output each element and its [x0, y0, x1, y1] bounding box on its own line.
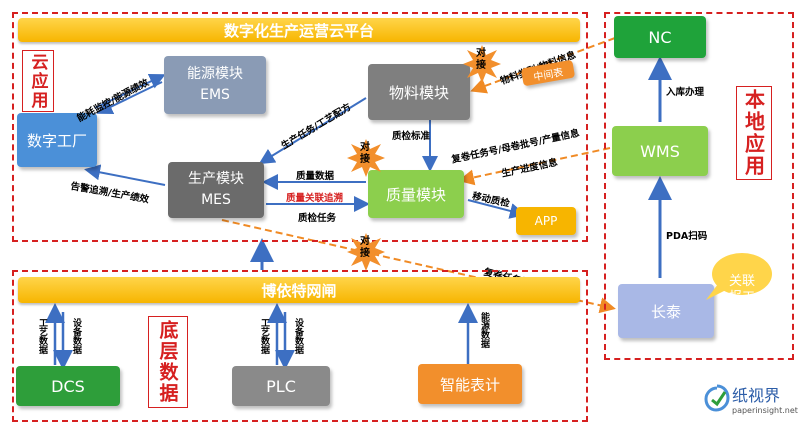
watermark-name: 纸视界 — [732, 386, 781, 405]
changtai-module-label: 长泰 — [650, 302, 681, 321]
ems-module[interactable]: 能源模块 EMS — [164, 56, 266, 114]
interface-label-mid: 对接 — [360, 142, 370, 165]
label-dcs-process: 工艺数据 — [37, 318, 47, 354]
gateway-title: 博依特网闸 — [261, 281, 337, 300]
label-inspection-standard: 质检标准 — [392, 131, 431, 142]
cloud-platform-title: 数字化生产运营云平台 — [223, 21, 374, 40]
watermark-url: paperinsight.net — [732, 406, 798, 415]
local-region — [604, 12, 794, 360]
wms-module[interactable]: WMS — [612, 126, 708, 176]
cloud-app-label: 云应用 — [22, 50, 54, 112]
quality-module-label: 质量模块 — [385, 185, 446, 204]
changtai-callout-shape — [706, 253, 772, 300]
local-app-label: 本地应用 — [736, 86, 772, 180]
mes-module[interactable]: 生产模块 MES — [168, 162, 264, 218]
nc-module[interactable]: NC — [614, 16, 706, 58]
watermark: 纸视界 paperinsight.net — [704, 378, 798, 424]
gateway-bar: 博依特网闸 — [18, 277, 580, 303]
digital-factory-label: 数字工厂 — [26, 131, 87, 150]
orange-nc-material — [470, 37, 616, 94]
plc-module[interactable]: PLC — [232, 366, 330, 406]
changtai-module[interactable]: 长泰 — [618, 284, 714, 338]
changtai-callout: 关联 报工 — [728, 274, 755, 305]
cloud-platform-bar: 数字化生产运营云平台 — [18, 18, 580, 42]
mes-module-label: 生产模块 MES — [188, 171, 244, 208]
quality-module[interactable]: 质量模块 — [368, 170, 464, 218]
interface-label-low: 对接 — [360, 236, 370, 259]
meter-module[interactable]: 智能表计 — [418, 364, 522, 404]
interface-burst-low — [347, 233, 385, 271]
label-inbound: 入库办理 — [666, 87, 705, 98]
interface-label-top: 对接 — [476, 48, 486, 71]
label-plc-equipment: 设备数据 — [293, 318, 303, 354]
label-plc-process: 工艺数据 — [259, 318, 269, 354]
arrow-material-mes — [258, 97, 367, 165]
label-dcs-equipment: 设备数据 — [71, 318, 81, 354]
app-module-label: APP — [534, 214, 558, 228]
dcs-module[interactable]: DCS — [16, 366, 120, 406]
interface-burst-mid — [347, 139, 385, 177]
watermark-logo-icon — [704, 384, 730, 412]
material-module[interactable]: 物料模块 — [368, 64, 470, 120]
dcs-module-label: DCS — [51, 376, 85, 396]
wms-module-label: WMS — [640, 141, 680, 161]
label-pda-scan: PDA扫码 — [666, 231, 708, 242]
label-quality-trace: 质量关联追溯 — [286, 193, 344, 204]
cloud-region — [12, 12, 588, 242]
app-module[interactable]: APP — [516, 207, 576, 235]
ems-module-label: 能源模块 EMS — [187, 66, 243, 103]
bottom-region — [12, 270, 588, 422]
plc-module-label: PLC — [266, 376, 296, 396]
label-quality-data: 质量数据 — [296, 171, 335, 182]
arrow-quality-app — [467, 199, 526, 219]
nc-module-label: NC — [648, 27, 672, 47]
interface-burst-top — [463, 45, 501, 83]
bottom-data-label: 底层数据 — [148, 316, 188, 408]
orange-wms-quality — [458, 147, 611, 186]
label-inspection-tasks: 质检任务 — [298, 213, 337, 224]
meter-module-label: 智能表计 — [439, 375, 500, 394]
arrow-mes-factory — [84, 164, 166, 186]
digital-factory-module[interactable]: 数字工厂 — [17, 113, 97, 167]
label-meter-energy: 能源数据 — [479, 312, 489, 348]
material-module-label: 物料模块 — [388, 83, 449, 102]
